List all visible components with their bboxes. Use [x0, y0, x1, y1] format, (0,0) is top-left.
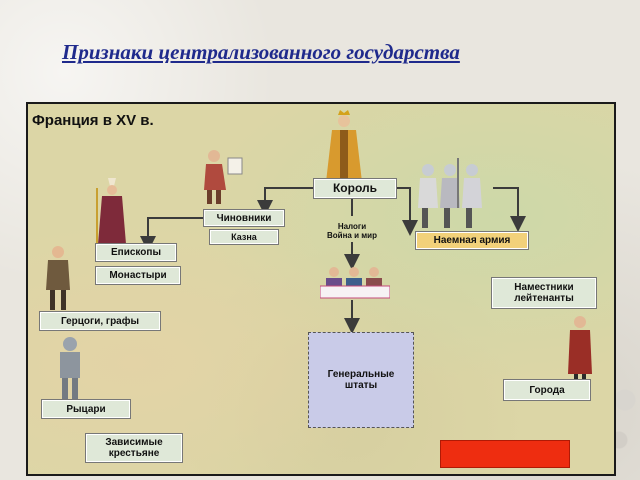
map-title: Франция в XV в. — [32, 112, 154, 129]
arrow-king-army — [396, 187, 418, 236]
label-taxes-war-peace: Налоги Война и мир — [327, 222, 377, 240]
arrow-officials-bishops — [140, 217, 204, 252]
connector-lines — [140, 187, 526, 334]
townsman-figure — [568, 316, 592, 380]
label-monasteries: Монастыри — [96, 267, 180, 284]
king-figure — [326, 110, 362, 182]
label-bishops: Епископы — [96, 244, 176, 261]
label-treasury: Казна — [210, 230, 278, 244]
estates-table-figure — [320, 267, 390, 299]
official-figure — [204, 150, 243, 204]
label-army: Наемная армия — [416, 232, 528, 249]
arrow-king-officials — [257, 187, 314, 216]
knight-figure — [60, 337, 80, 400]
label-king: Король — [314, 179, 396, 198]
label-towns: Города — [504, 380, 590, 400]
red-overlay-button[interactable] — [440, 440, 570, 468]
slide-title: Признаки централизованного государства — [62, 40, 460, 64]
label-officials: Чиновники — [204, 210, 284, 226]
label-dependent-peasants: Зависимые крестьяне — [86, 434, 182, 462]
label-governors: Наместники лейтенанты — [492, 278, 596, 308]
bishop-figure — [96, 178, 126, 244]
label-knights: Рыцари — [42, 400, 130, 418]
label-estates-general: Генеральные штаты — [308, 332, 414, 428]
france-map-diagram: Франция в XV в. — [26, 102, 616, 476]
arrow-army-governors — [493, 187, 526, 232]
army-figures — [418, 158, 482, 228]
label-dukes: Герцоги, графы — [40, 312, 160, 330]
duke-figure — [46, 246, 70, 310]
